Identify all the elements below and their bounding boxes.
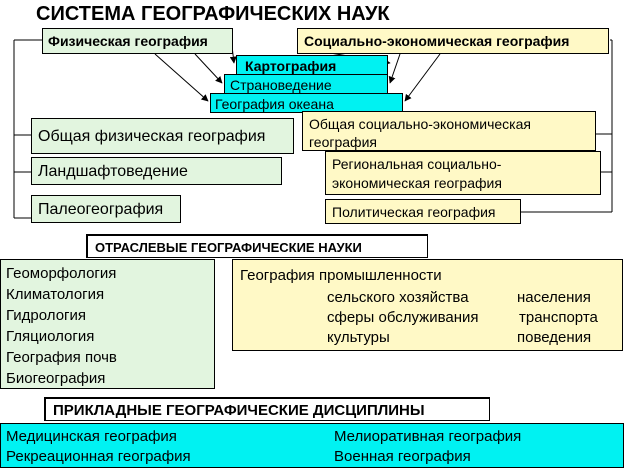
branch-sciences-header: ОТРАСЛЕВЫЕ ГЕОГРАФИЧЕСКИЕ НАУКИ [86,234,428,258]
socio-geography-label: Социально-экономическая география [304,33,570,49]
shared-item-label: География океана [215,96,334,112]
applied-item: Рекреационная география [6,448,191,465]
branch-physical-item: Гляциология [6,328,95,345]
branch-socio-list: География промышленности сельского хозяй… [232,259,623,351]
shared-item-label: Картография [245,58,337,74]
shared-box-cartography: Картография [236,55,388,75]
shared-box-ocean-geography: География океана [210,93,403,113]
physical-item-landscape: Ландшафтоведение [31,157,282,185]
branch-socio-item: сельского хозяйства [327,289,469,306]
socio-bracket [521,39,613,213]
physical-item-paleo: Палеогеография [31,195,181,223]
applied-disciplines-header: ПРИКЛАДНЫЕ ГЕОГРАФИЧЕСКИЕ ДИСЦИПЛИНЫ [44,397,490,421]
physical-item-label: Палеогеография [38,201,164,218]
physical-bracket [13,39,42,219]
branch-socio-lead: География промышленности [240,267,442,284]
branch-physical-item: Геоморфология [6,265,117,282]
branch-socio-item: транспорта [519,309,598,326]
applied-item: Военная география [334,448,471,465]
physical-geography-header: Физическая география [42,28,233,54]
physical-item-general: Общая физическая география [31,118,294,154]
socio-geography-header: Социально-экономическая география [297,28,609,54]
socio-item-line: экономическая география [332,175,502,191]
socio-item-regional: Региональная социально- экономическая ге… [325,151,601,195]
applied-list: Медицинская география Рекреационная геог… [0,423,624,468]
physical-geography-label: Физическая география [48,33,208,49]
branch-physical-item: География почв [6,349,117,366]
branch-socio-item: поведения [517,329,592,346]
socio-item-line: Региональная социально- [332,156,502,172]
branch-socio-item: сферы обслуживания [327,309,479,326]
shared-box-country-studies: Страноведение [224,74,388,94]
page-title: СИСТЕМА ГЕОГРАФИЧЕСКИХ НАУК [36,3,390,25]
branch-socio-item: населения [517,289,591,306]
branch-physical-item: Гидрология [6,307,87,324]
branch-physical-item: Биогеография [6,370,106,387]
branch-sciences-label: ОТРАСЛЕВЫЕ ГЕОГРАФИЧЕСКИЕ НАУКИ [95,240,362,255]
branch-physical-item: Климатология [6,286,105,303]
physical-item-label: Ландшафтоведение [38,163,188,180]
applied-item: Мелиоративная география [334,428,522,445]
socio-item-political: Политическая география [325,199,521,224]
physical-item-label: Общая физическая география [38,128,266,145]
applied-item: Медицинская география [6,428,177,445]
shared-item-label: Страноведение [230,77,332,93]
socio-item-general: Общая социально-экономическая география [302,111,596,151]
branch-socio-item: культуры [327,329,390,346]
applied-disciplines-label: ПРИКЛАДНЫЕ ГЕОГРАФИЧЕСКИЕ ДИСЦИПЛИНЫ [53,402,425,419]
socio-item-line: Общая социально-экономическая [309,116,531,132]
branch-physical-list: Геоморфология Климатология Гидрология Гл… [0,259,215,389]
socio-item-line: Политическая география [332,204,496,220]
socio-item-line: география [309,134,377,150]
